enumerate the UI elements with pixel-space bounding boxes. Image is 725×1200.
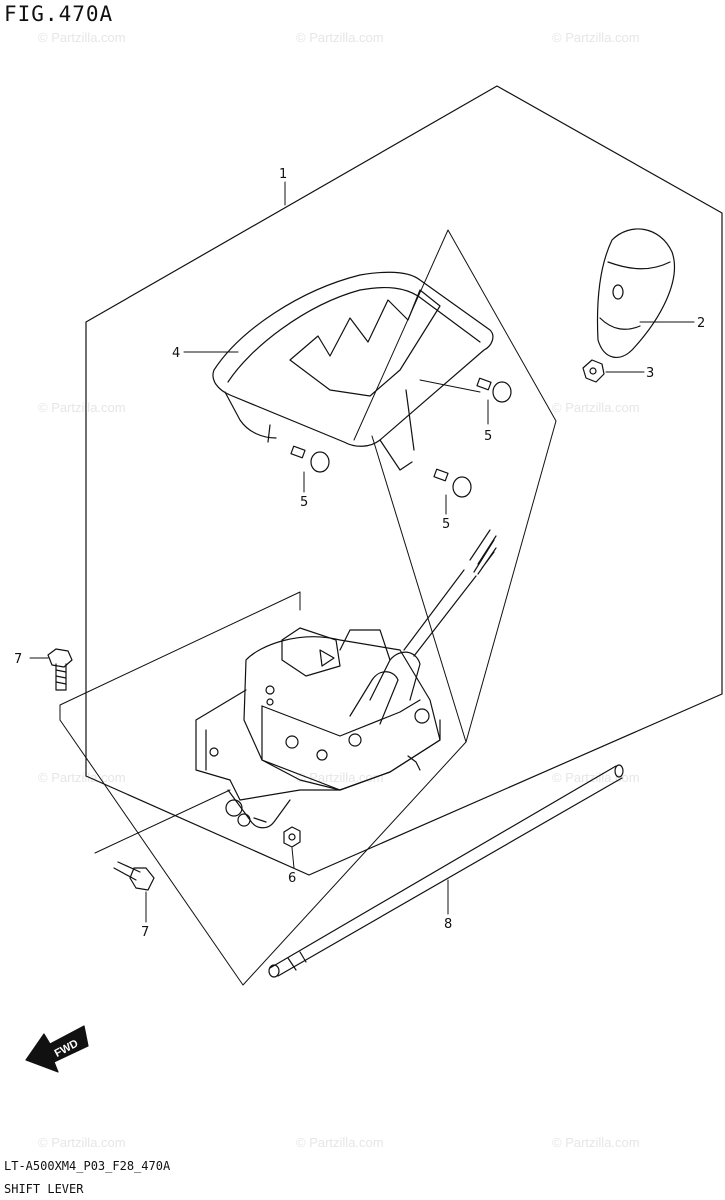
watermark: © Partzilla.com — [38, 400, 126, 415]
callout-1: 1 — [279, 167, 287, 182]
alignment-lines — [60, 230, 556, 985]
callout-5: 5 — [300, 495, 308, 510]
screw-part — [291, 446, 329, 472]
rod-part — [269, 765, 623, 977]
model-code: LT-A500XM4_P03_F28_470A — [4, 1159, 171, 1173]
bolt-part — [114, 862, 154, 890]
bolt-part — [48, 649, 72, 690]
watermark: © Partzilla.com — [552, 30, 640, 45]
nut-part — [583, 360, 604, 382]
watermark: © Partzilla.com — [296, 30, 384, 45]
watermark: © Partzilla.com — [38, 30, 126, 45]
watermark: © Partzilla.com — [38, 1135, 126, 1150]
knob-part — [598, 229, 675, 357]
callout-5: 5 — [442, 517, 450, 532]
watermark: © Partzilla.com — [38, 770, 126, 785]
callout-5: 5 — [484, 429, 492, 444]
callout-4: 4 — [172, 346, 180, 361]
assembly-boundary-line — [86, 86, 722, 875]
fwd-arrow-badge: FWD — [26, 1026, 88, 1072]
callout-7: 7 — [141, 925, 149, 940]
lever-bracket — [196, 628, 440, 828]
callout-3: 3 — [646, 366, 654, 381]
leader-lines — [30, 182, 694, 922]
screw-part — [477, 378, 511, 402]
callout-6: 6 — [288, 871, 296, 886]
screw-part — [434, 469, 471, 497]
callout-7: 7 — [14, 652, 22, 667]
lever-stem — [404, 530, 496, 656]
arrow-left-icon — [26, 1026, 88, 1072]
watermark: © Partzilla.com — [552, 400, 640, 415]
nut-part — [284, 827, 300, 847]
figure-label: FIG.470A — [4, 2, 114, 26]
watermark: © Partzilla.com — [296, 1135, 384, 1150]
cover-part — [213, 272, 493, 470]
watermark: © Partzilla.com — [552, 1135, 640, 1150]
callout-8: 8 — [444, 917, 452, 932]
callout-2: 2 — [697, 316, 705, 331]
section-name: SHIFT LEVER — [4, 1182, 84, 1196]
